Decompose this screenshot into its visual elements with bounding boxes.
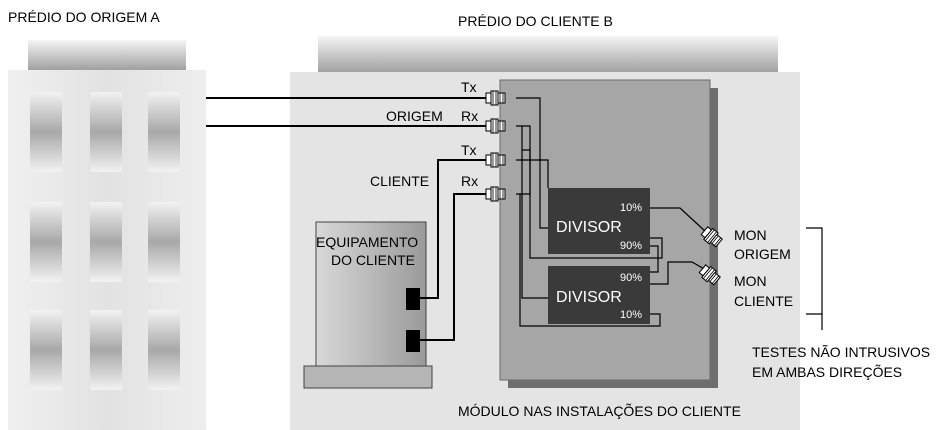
fiber-cliente-tx bbox=[420, 159, 488, 299]
tests-bracket bbox=[806, 227, 823, 315]
building-b-roof bbox=[318, 36, 778, 72]
tests-label-line1: TESTES NÃO INTRUSIVOS bbox=[752, 344, 930, 360]
equipment-port-rx bbox=[406, 330, 420, 352]
splitter-1-label: DIVISOR bbox=[556, 219, 622, 236]
connector-rx-origem bbox=[485, 118, 506, 134]
label-mon-origem-2: ORIGEM bbox=[734, 246, 791, 262]
splitter-1-box bbox=[548, 188, 650, 254]
label-rx-cliente: Rx bbox=[461, 173, 478, 189]
splitter-2-top-pct: 90% bbox=[620, 272, 642, 284]
building-a-windows bbox=[30, 92, 180, 390]
splitter-1-top-pct: 10% bbox=[620, 202, 642, 214]
label-tx-origem: Tx bbox=[461, 79, 477, 95]
connector-tx-origem bbox=[485, 90, 506, 106]
equipment-base bbox=[303, 365, 433, 389]
building-a-roof bbox=[28, 40, 186, 70]
label-mon-cliente-1: MON bbox=[734, 273, 767, 289]
splitter-2-bottom-pct: 10% bbox=[620, 309, 642, 321]
equipment-label-line1: EQUIPAMENTO bbox=[316, 234, 418, 250]
customer-equipment bbox=[303, 221, 433, 389]
splitter-2-box bbox=[548, 266, 650, 324]
connector-rx-cliente bbox=[485, 186, 506, 202]
label-tx-cliente: Tx bbox=[461, 142, 477, 158]
connector-tx-cliente bbox=[485, 152, 506, 168]
label-mon-origem-1: MON bbox=[734, 227, 767, 243]
building-a-title: PRÉDIO DO ORIGEM A bbox=[8, 9, 160, 25]
building-b-title: PRÉDIO DO CLIENTE B bbox=[458, 13, 613, 29]
splitter-1-bottom-pct: 90% bbox=[620, 240, 642, 252]
building-a bbox=[8, 40, 206, 430]
fiber-lines bbox=[206, 97, 488, 341]
module-wiring bbox=[516, 97, 707, 327]
fiber-cliente-rx bbox=[420, 193, 488, 341]
tests-label-line2: EM AMBAS DIREÇÕES bbox=[752, 364, 902, 380]
equipment-port-tx bbox=[406, 288, 420, 310]
splitter-1: DIVISOR 10% 90% bbox=[548, 188, 650, 254]
label-origem: ORIGEM bbox=[386, 108, 443, 124]
label-mon-cliente-2: CLIENTE bbox=[734, 293, 793, 309]
splitter-2: DIVISOR 90% 10% bbox=[548, 266, 650, 324]
label-rx-origem: Rx bbox=[461, 108, 478, 124]
splitter-2-label: DIVISOR bbox=[556, 289, 622, 306]
module-caption: MÓDULO NAS INSTALAÇÕES DO CLIENTE bbox=[458, 403, 741, 419]
label-cliente: CLIENTE bbox=[370, 173, 429, 189]
equipment-label-line2: DO CLIENTE bbox=[331, 252, 415, 268]
